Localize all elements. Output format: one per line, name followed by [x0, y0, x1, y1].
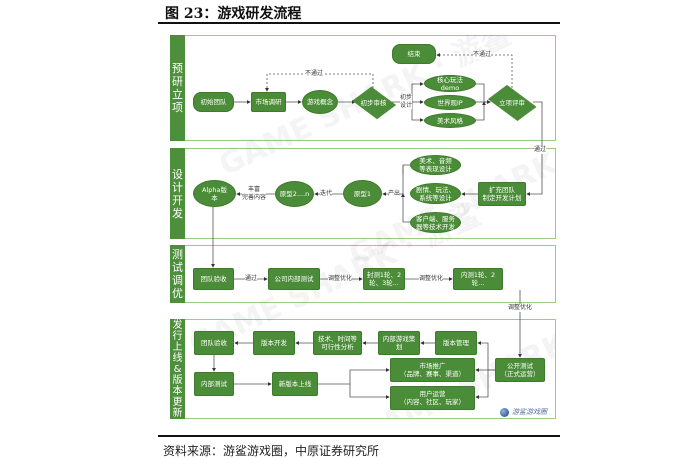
stage-label-release: 发行上线&版本更新	[170, 319, 185, 419]
node-version-mgmt: 版本管理	[435, 331, 477, 355]
node-proto-n: 原型2....n	[275, 181, 314, 207]
node-alpha: Alpha版 本	[193, 180, 236, 207]
label-produce: 产出	[388, 190, 401, 198]
label-iterate: 迭代	[320, 190, 333, 198]
node-proto-1: 原型1	[343, 180, 382, 207]
stage-label-testing: 测试调优	[170, 245, 185, 303]
node-new-version: 新版本上线	[272, 372, 318, 396]
label-fail-1: 不通过	[305, 70, 324, 78]
label-fail-2: 不通过	[473, 51, 492, 59]
label-prelim-design: 初步 设计	[400, 94, 413, 109]
label-adjust-3: 调整优化	[508, 304, 533, 312]
top-rule	[158, 22, 560, 24]
label-adjust-2: 调整优化	[419, 275, 444, 283]
node-team-accept: 团队验收	[193, 268, 234, 290]
node-public-test: 公开测试 （正式运营）	[495, 358, 545, 382]
node-market-research: 市场调研	[251, 92, 286, 112]
node-art-audio: 美术、音频 等表现设计	[410, 155, 461, 175]
stage-label-preresearch: 预研立项	[170, 35, 185, 141]
stage-label-design: 设计开发	[170, 148, 185, 239]
node-feasibility: 技术、时间等 可行性分析	[313, 331, 362, 355]
node-internal-beta: 内测1轮、2 轮...	[453, 268, 503, 290]
label-pass-1: 通过	[534, 146, 547, 154]
node-closed-beta: 封测1轮、2 轮、3轮...	[363, 268, 405, 290]
node-worldview-ip: 世界观IP	[424, 95, 476, 110]
source-note: 资料来源：游鲨游戏圈，中原证券研究所	[163, 444, 380, 458]
node-prelim-review: 初步审核	[355, 88, 392, 117]
label-pass-2: 通过	[245, 275, 258, 283]
label-enrich: 丰富 完善内容	[242, 186, 267, 201]
node-user-ops: 用户运营 （内容、社区、玩家）	[390, 386, 475, 410]
node-art-style: 美术风格	[424, 113, 476, 128]
node-internal-planning: 内部游戏策 划	[378, 331, 420, 355]
figure-title: 图 23：游戏研发流程	[165, 6, 302, 22]
brand-logo: 游鲨游戏圈	[500, 407, 547, 417]
node-team-accept-2: 团队验收	[194, 331, 234, 355]
label-adjust-1: 调整优化	[328, 275, 353, 283]
bottom-rule	[158, 435, 560, 437]
node-marketing: 市场推广 （品牌、赛事、渠道）	[390, 358, 475, 382]
node-core-demo: 核心玩法 demo	[424, 75, 476, 92]
node-expand-team: 扩充团队 制定开发计划	[478, 182, 526, 206]
node-client-server: 客户端、服务 器等技术开发	[410, 212, 461, 233]
node-story-system: 剧情、玩法、 系统等设计	[410, 183, 461, 204]
node-project-review: 立项评审	[490, 88, 534, 117]
globe-icon	[500, 407, 509, 417]
node-start-team: 初始团队	[193, 92, 234, 112]
node-internal-test: 内部测试	[194, 372, 234, 396]
node-end: 结束	[392, 44, 436, 64]
node-version-dev: 版本开发	[253, 331, 295, 355]
node-game-concept: 游戏概念	[302, 90, 338, 114]
stage-panel-release	[170, 319, 556, 419]
node-internal-company-test: 公司内部测试	[268, 268, 320, 290]
